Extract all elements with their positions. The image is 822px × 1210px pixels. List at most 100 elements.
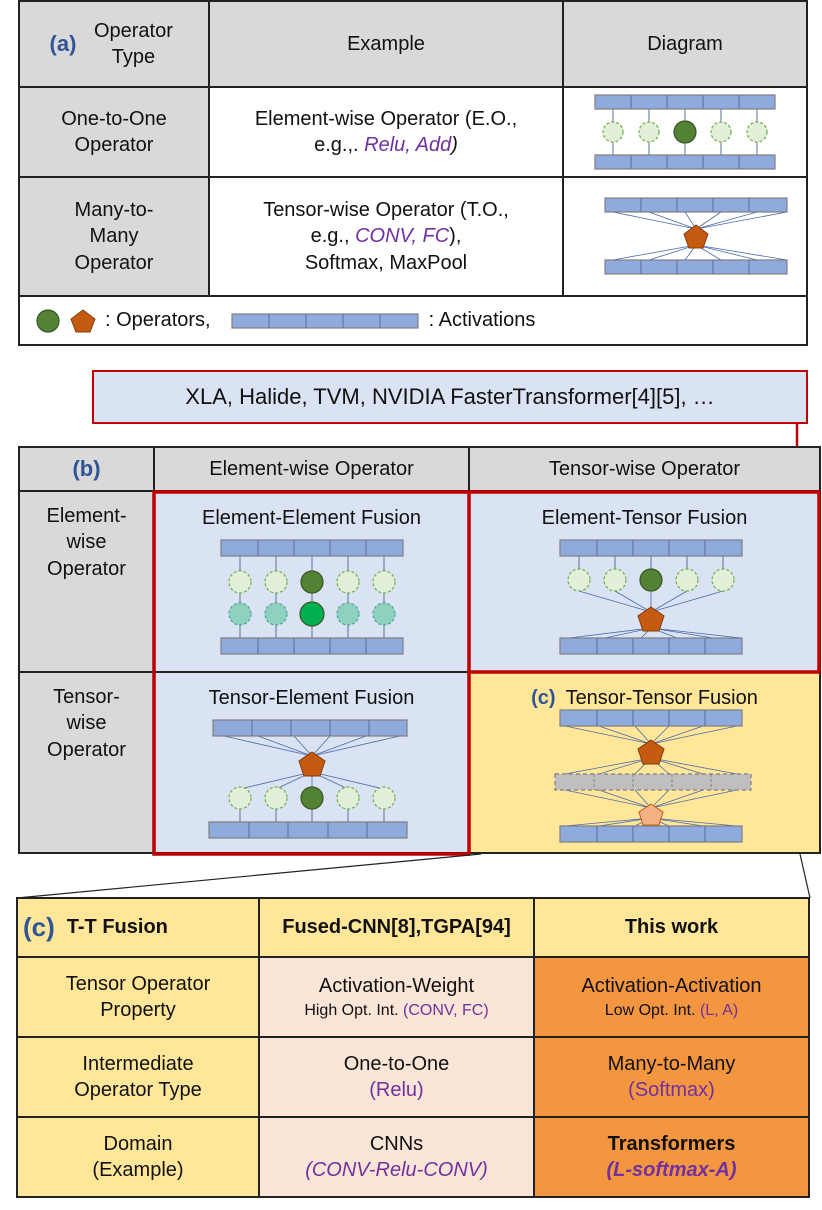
tensor-tensor-diagram [554,709,752,843]
row-label-tensor-property: Tensor Operator Property [17,957,259,1037]
row-label-line: Operator Type [74,1079,202,1101]
type-line: Operator [74,134,154,156]
this-domain: Transformers (L-softmax-A) [534,1117,809,1197]
example-line: e.g.,. Relu, Add) [314,132,458,158]
panel-c-this-header-bg [534,898,809,957]
row-one-to-one-type: One-to-One Operator [19,87,209,177]
tt-tag: (c) [531,686,556,709]
row-header-line: Tensor- [53,686,120,708]
cell-sub-example: (CONV, FC) [403,1001,489,1019]
zoom-connector [16,853,811,899]
example-ops: CONV, FC [355,225,450,248]
cell-main: Transformers [607,1132,736,1155]
panel-b-grid [18,446,821,856]
example-line: e.g., CONV, FC), [311,223,462,249]
row-header-line: Operator [47,738,126,761]
legend-activations-label: : Activations [428,309,536,331]
row-header-element: Element- wise Operator [19,491,154,672]
cell-sub-example: (Relu) [369,1079,424,1101]
example-header: Example [347,32,425,55]
panel-b-header-bg [19,447,820,491]
cell-sub-example: (CONV-Relu-CONV) [305,1159,488,1181]
cell-sub-text: High Opt. Int. [304,1001,399,1019]
prior-tensor-property: Activation-Weight High Opt. Int. (CONV, … [259,957,534,1037]
cell-sub-text: Low Opt. Int. [604,1001,696,1019]
row-one-to-one-example: Element-wise Operator (E.O., e.g.,. Relu… [209,87,563,177]
cell-sub: Low Opt. Int. (L, A) [605,1000,738,1021]
legend-operators-label: : Operators, [105,309,211,331]
panel-a-type-column-bg [19,87,209,296]
prior-intermediate-type: One-to-One (Relu) [259,1037,534,1117]
this-tensor-property: Activation-Activation Low Opt. Int. (L, … [534,957,809,1037]
tensor-element-diagram [208,719,408,839]
operator-orange-icon [683,224,709,249]
panel-a-header-bg [19,1,807,87]
row-label-line: Intermediate [82,1052,194,1075]
row-label-intermediate-type: Intermediate Operator Type [17,1037,259,1117]
many-to-many-diagram [604,197,788,275]
row-label-line: Tensor Operator [65,972,211,995]
type-line: Operator [74,251,154,274]
row-header-line: Element- [46,505,127,527]
type-line: Many [89,225,139,248]
row-header-tensor: Tensor- wise Operator [19,672,154,853]
cell-sub-example: (L, A) [699,1001,739,1019]
panel-a-tag: (a) [49,31,77,57]
element-tensor-fusion-title: Element-Tensor Fusion [541,506,748,529]
element-tensor-diagram [559,539,743,655]
row-label-line: Property [100,999,176,1021]
cell-main: Many-to-Many [607,1052,736,1075]
tt-fusion-title: T-T Fusion [66,916,168,939]
row-header-line: wise [66,712,107,735]
tt-title: Tensor-Tensor Fusion [565,686,758,709]
this-intermediate-type: Many-to-Many (Softmax) [534,1037,809,1117]
panel-c-prior-header-bg [259,898,534,957]
frameworks-label: XLA, Halide, TVM, NVIDIA FasterTransform… [185,384,715,409]
diagram-header: Diagram [647,32,723,55]
cell-sub-example: (L-softmax-A) [606,1159,737,1181]
prior-work-header: Fused-CNN[8],TGPA[94] [282,916,511,939]
example-suffix: ) [451,134,458,156]
col-header-tensor: Tensor-wise Operator [548,457,741,480]
frameworks-box: XLA, Halide, TVM, NVIDIA FasterTransform… [92,370,808,424]
operator-type-header: Operator Type [93,19,173,68]
tensor-tensor-fusion-title: (c) Tensor-Tensor Fusion [469,680,820,716]
cell-main: CNNs [369,1132,424,1155]
example-line: Softmax, MaxPool [304,251,468,274]
row-label-domain: Domain (Example) [17,1117,259,1197]
this-work-header: This work [624,916,719,939]
panel-c-tag: (c) [23,912,55,943]
panel-c-this-body-bg [534,957,809,1197]
row-label-line: Domain [103,1132,173,1155]
prior-domain: CNNs (CONV-Relu-CONV) [259,1117,534,1197]
row-label-line: (Example) [92,1159,184,1181]
cell-main: Activation-Weight [318,975,475,998]
operator-orange-icon [70,308,96,332]
type-line: One-to-One [61,107,167,130]
cell-main: One-to-One [343,1052,450,1075]
cell-sub: High Opt. Int. (CONV, FC) [304,1000,488,1021]
example-line: Tensor-wise Operator (T.O., [263,198,509,221]
example-ops: Relu, Add [364,134,452,156]
cell-main: Activation-Activation [581,975,762,998]
panel-a-grid [18,0,808,346]
panel-a-legend: : Operators, : Activations [19,296,807,345]
operator-green-icon [673,120,697,144]
operator-green-icon [36,308,60,333]
panel-c-header-title: (c) T-T Fusion [17,898,259,957]
row-header-line: wise [66,531,107,554]
example-prefix: e.g., [310,225,350,248]
row-many-to-many-type: Many-to- Many Operator [19,177,209,296]
panel-b-tag: (b) [72,456,101,482]
cell-sub-example: (Softmax) [628,1079,715,1101]
type-line: Many-to- [74,198,154,221]
element-element-fusion-title: Element-Element Fusion [202,506,421,529]
example-line: Element-wise Operator (E.O., [254,107,518,130]
col-header-element: Element-wise Operator [209,457,414,480]
panel-c-grid [16,897,810,1198]
panel-a-header-type: (a) Operator Type [19,1,209,87]
one-to-one-diagram [594,94,776,170]
element-element-diagram [220,539,404,655]
panel-c-prior-body-bg [259,957,534,1197]
row-many-to-many-example: Tensor-wise Operator (T.O., e.g., CONV, … [209,177,563,296]
